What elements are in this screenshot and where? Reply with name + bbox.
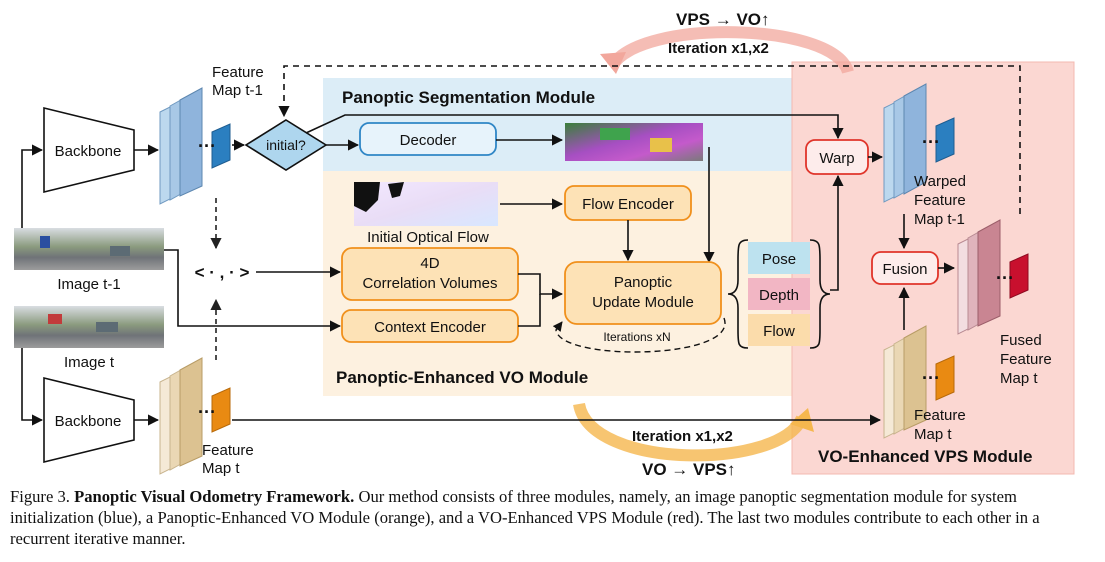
top-loop-arc: [606, 26, 854, 75]
image-t: [14, 306, 164, 348]
iterations-label: Iterations xN: [603, 330, 670, 344]
warped-feature-stack: [883, 83, 955, 203]
bottom-loop-arc: [573, 402, 808, 462]
framework-diagram: Panoptic Segmentation Module Panoptic-En…: [14, 10, 1075, 479]
arrow-image-to-context: [164, 249, 342, 332]
outputs-bracket-right: [809, 239, 831, 349]
arrow-outputs-to-warp: [830, 174, 844, 291]
flow-label: Flow: [763, 323, 795, 340]
fused-feature-label-3: Map t: [1000, 370, 1038, 387]
arrow-correlation-to-update: [518, 273, 564, 300]
decoder-box: [359, 122, 497, 156]
vps-module-title: VO-Enhanced VPS Module: [818, 447, 1032, 466]
pose-box: [748, 242, 810, 274]
update-module-box: [564, 261, 722, 325]
caption-label: Figure 3.: [10, 487, 70, 506]
iterations-loop: [552, 317, 726, 353]
correlation-volumes-label-1: 4D: [420, 255, 439, 272]
feature-map-t-label-1: Feature: [202, 442, 254, 459]
arrow-image-to-backbone-bottom: [21, 348, 44, 426]
image-t-label: Image t: [64, 354, 115, 371]
correlation-volumes-label-2: Correlation Volumes: [362, 275, 497, 292]
arrow-initial-to-warp: [305, 114, 844, 140]
backbone-bottom-label: Backbone: [55, 413, 122, 430]
outputs-bracket-left: [727, 239, 749, 349]
feature-map-t-label-2: Map t: [202, 460, 240, 477]
initial-optical-flow-image: [354, 182, 498, 226]
arrow-context-to-update: [518, 294, 541, 327]
backbone-top-label: Backbone: [55, 143, 122, 160]
feature-map-t-stack: [159, 357, 231, 475]
backbone-bottom: [43, 376, 135, 464]
feature-map-t-dots: ···: [198, 402, 216, 422]
fused-feature-dots: ···: [996, 268, 1014, 288]
decoder-label: Decoder: [400, 132, 457, 149]
top-loop-iteration: Iteration x1,x2: [668, 40, 769, 57]
top-loop-arrowhead: [600, 52, 626, 74]
segmentation-module-title: Panoptic Segmentation Module: [342, 88, 595, 107]
figure-caption: Figure 3. Panoptic Visual Odometry Frame…: [10, 486, 1098, 549]
pair-operator: < · , · >: [195, 263, 250, 282]
depth-label: Depth: [759, 287, 799, 304]
warped-feature-dots: ···: [922, 132, 940, 152]
fused-feature-label-2: Feature: [1000, 351, 1052, 368]
initial-optical-flow-label: Initial Optical Flow: [367, 229, 489, 246]
flow-encoder-label: Flow Encoder: [582, 196, 674, 213]
fused-feature-label-1: Fused: [1000, 332, 1042, 349]
image-t-1: [14, 228, 164, 270]
bottom-loop-iteration: Iteration x1,x2: [632, 428, 733, 445]
feature-map-t-1-label-1: Feature: [212, 64, 264, 81]
fused-feature-stack: [957, 219, 1029, 335]
feature-map-t-1-label-2: Map t-1: [212, 82, 263, 99]
update-module-label-2: Update Module: [592, 294, 694, 311]
fusion-label: Fusion: [882, 261, 927, 278]
feature-map-t-right-label-2: Map t: [914, 426, 952, 443]
update-module-label-1: Panoptic: [614, 274, 673, 291]
vo-module-title: Panoptic-Enhanced VO Module: [336, 368, 588, 387]
caption-text: Our method consists of three modules, na…: [10, 487, 1040, 548]
feature-map-t-1-dots: ···: [198, 136, 216, 156]
warped-feature-label-1: Warped: [914, 173, 966, 190]
warped-feature-label-2: Feature: [914, 192, 966, 209]
warped-feature-label-3: Map t-1: [914, 211, 965, 228]
top-loop-title: VPS → VO↑: [676, 10, 770, 29]
image-t-1-label: Image t-1: [57, 276, 120, 293]
feature-map-t-right-label-1: Feature: [914, 407, 966, 424]
initial-decision-label: initial?: [266, 137, 306, 153]
pose-label: Pose: [762, 251, 796, 268]
warp-label: Warp: [819, 150, 854, 167]
feature-map-t-right-stack: [883, 325, 955, 439]
depth-box: [748, 278, 810, 310]
bottom-loop-title: VO → VPS↑: [642, 460, 736, 479]
flow-box: [748, 314, 810, 346]
caption-title: Panoptic Visual Odometry Framework.: [74, 487, 355, 506]
feature-map-t-right-dots: ···: [922, 368, 940, 388]
feature-map-t-1-stack: [159, 87, 231, 205]
arrow-image-to-backbone-top: [21, 144, 44, 228]
context-encoder-label: Context Encoder: [374, 319, 486, 336]
backbone-top: [43, 106, 135, 194]
segmentation-output-image: [565, 123, 703, 161]
